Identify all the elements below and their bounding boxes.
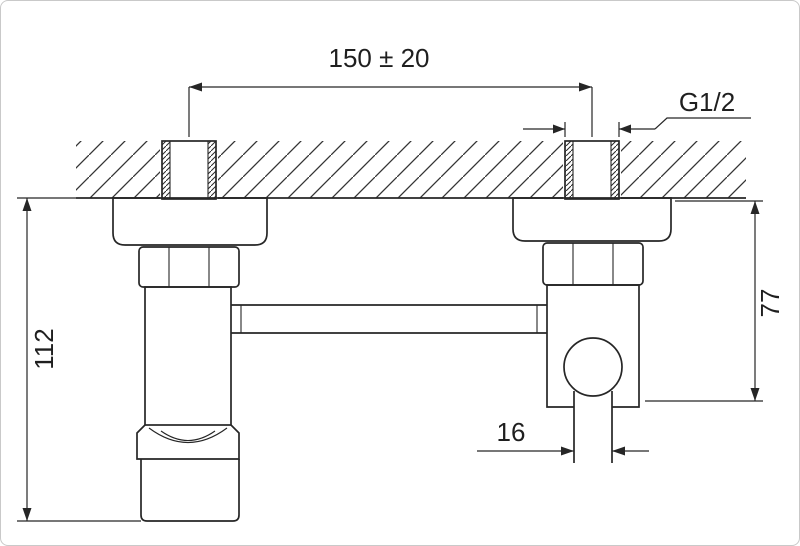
connecting-bar [231,304,547,334]
left-escutcheon-flange [112,197,268,246]
arrowhead [561,446,574,456]
right-escutcheon-flange [512,197,672,242]
arrowhead [579,82,592,92]
arrowhead [22,198,32,211]
shower-outlet-ring [563,337,623,397]
dimension-center-distance: 150 ± 20 [188,43,593,137]
dimension-label-center-distance: 150 ± 20 [328,43,429,73]
arrowhead [619,124,631,134]
left-supply-pipe [160,138,218,200]
dimension-outlet-height: 77 [645,200,785,402]
dimension-label-outlet-width: 16 [497,417,526,447]
dimension-label-overall-height: 112 [29,328,59,369]
left-spout-section [136,424,240,522]
left-hex-nut [138,246,240,288]
right-valve-body [546,284,640,408]
right-supply-pipe [563,138,621,200]
dimension-label-thread-size: G1/2 [679,87,735,117]
dimension-label-outlet-height: 77 [755,289,785,318]
dimension-outlet-width: 16 [477,417,649,456]
arrowhead [553,124,565,134]
arrowhead [750,388,760,401]
outlet-pipe [573,391,613,463]
arrowhead [612,446,625,456]
arrowhead [189,82,202,92]
dimension-overall-height: 112 [17,197,141,522]
left-valve-body [144,286,232,426]
arrowhead [22,508,32,521]
right-hex-nut [542,242,644,286]
dimension-thread-size: G1/2 [523,87,751,137]
arrowhead [750,201,760,214]
